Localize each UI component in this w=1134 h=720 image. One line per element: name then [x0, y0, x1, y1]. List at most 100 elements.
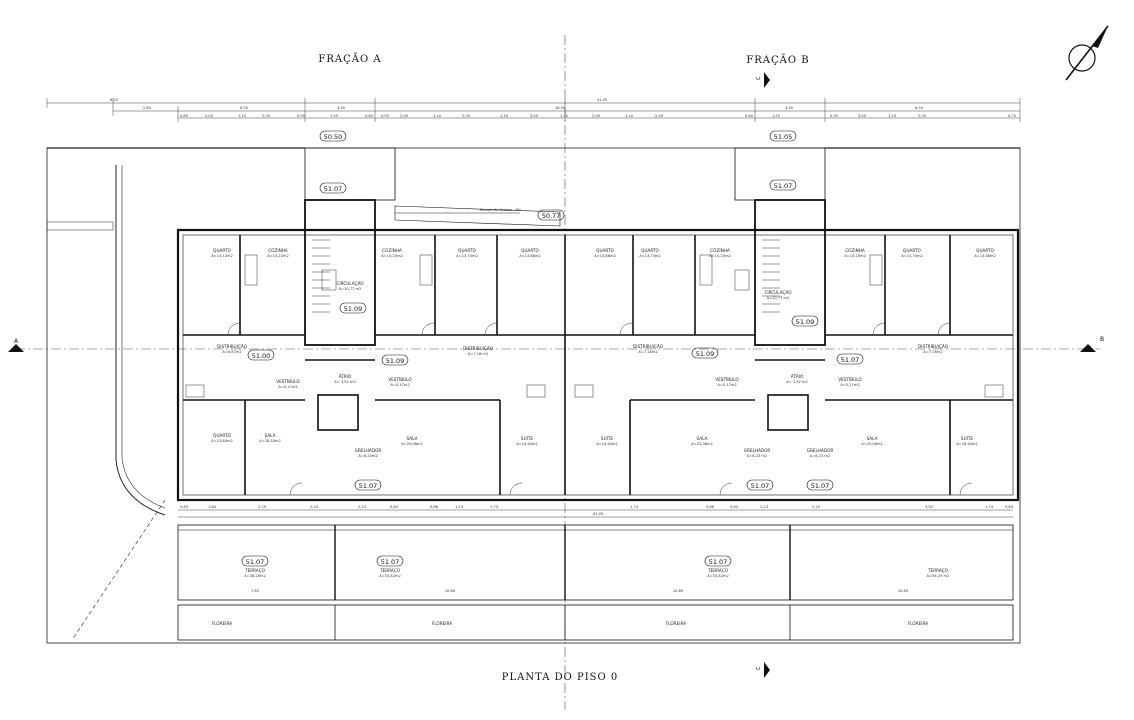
level-tag: 51.07 — [769, 179, 797, 191]
svg-text:A=5,17m2: A=5,17m2 — [390, 383, 409, 387]
svg-text:A=7,18 m2: A=7,18 m2 — [468, 352, 488, 356]
svg-text:B: B — [1100, 336, 1104, 343]
access-ramp: Rampa de Acesso - 8% — [394, 205, 561, 227]
dim-text: 0,95 — [381, 114, 389, 118]
svg-text:A=7,18m2: A=7,18m2 — [638, 350, 657, 354]
svg-text:51.07: 51.07 — [841, 356, 860, 364]
level-tag: 51.07 — [354, 479, 382, 491]
svg-text:51.09: 51.09 — [386, 357, 405, 365]
svg-text:ÁTRIO: ÁTRIO — [791, 374, 804, 379]
svg-text:A=14,20m2: A=14,20m2 — [709, 254, 731, 258]
svg-text:VESTÍBULO: VESTÍBULO — [276, 379, 300, 384]
dim-text: 2,00 — [655, 114, 664, 118]
svg-text:CIRCULAÇÃO: CIRCULAÇÃO — [764, 290, 792, 295]
svg-text:10,85: 10,85 — [898, 589, 908, 593]
level-tag: 51.07 — [319, 182, 347, 194]
svg-text:0,83: 0,83 — [1005, 505, 1013, 509]
svg-text:2,25: 2,25 — [812, 505, 820, 509]
svg-text:SUITE: SUITE — [601, 436, 614, 441]
svg-text:2,23: 2,23 — [358, 505, 366, 509]
svg-text:A=6,23 m2: A=6,23 m2 — [810, 454, 830, 458]
svg-text:TERRAÇO: TERRAÇO — [244, 568, 266, 573]
svg-text:A=14,12m2: A=14,12m2 — [211, 254, 233, 258]
bottom-dimension-texts: 0,83 1,84 2,79 2,25 2,23 0,84 0,86 1,73 … — [180, 505, 1013, 516]
svg-text:SALA: SALA — [697, 436, 708, 441]
svg-text:GRELHADOR: GRELHADOR — [807, 448, 834, 453]
svg-text:A= 3,92 m2: A= 3,92 m2 — [334, 380, 356, 384]
svg-text:51.07: 51.07 — [751, 482, 770, 490]
svg-text:A=6,23m2: A=6,23m2 — [358, 454, 377, 458]
level-tag: 51.09 — [339, 302, 367, 314]
svg-text:A=25,08m2: A=25,08m2 — [401, 442, 423, 446]
svg-text:QUARTO: QUARTO — [521, 248, 539, 253]
svg-text:FLOREIRA: FLOREIRA — [432, 621, 452, 626]
svg-text:7,65: 7,65 — [251, 589, 259, 593]
svg-text:51.09: 51.09 — [696, 350, 715, 358]
svg-text:A=14,20m2: A=14,20m2 — [844, 254, 866, 258]
svg-text:SALA: SALA — [407, 436, 418, 441]
dim-text: 2,00 — [462, 114, 471, 118]
svg-text:0,83: 0,83 — [180, 505, 188, 509]
dim-text: 0,70 — [1008, 114, 1017, 118]
fracao-a-title: FRAÇÃO A — [318, 53, 381, 65]
svg-text:FLOREIRA: FLOREIRA — [666, 621, 686, 626]
svg-text:A=10,77 m2: A=10,77 m2 — [767, 296, 790, 300]
dim-text: 1,10 — [625, 114, 634, 118]
svg-text:A=13,88m2: A=13,88m2 — [594, 254, 616, 258]
svg-text:50.77: 50.77 — [542, 212, 561, 220]
svg-text:1,74: 1,74 — [985, 505, 994, 509]
svg-text:51.09: 51.09 — [344, 305, 363, 313]
svg-text:2,25: 2,25 — [310, 505, 318, 509]
dim-text: 1,55 — [330, 114, 338, 118]
level-tag: 51.00 — [247, 349, 275, 361]
dim-text: 3,30 — [337, 106, 346, 110]
svg-text:0,84: 0,84 — [390, 505, 399, 509]
level-tag: 51.05 — [769, 130, 797, 142]
svg-text:A=13,88m2: A=13,88m2 — [519, 254, 541, 258]
dim-text: 1,10 — [560, 114, 569, 118]
terrace-dimension-texts: 7,65 10,89 10,89 10,85 — [251, 589, 908, 593]
svg-text:A: A — [14, 338, 19, 345]
svg-text:A=14,40m2: A=14,40m2 — [516, 442, 538, 446]
svg-text:A=5,17m2: A=5,17m2 — [278, 385, 297, 389]
svg-text:QUARTO: QUARTO — [596, 248, 614, 253]
svg-text:C: C — [756, 76, 762, 80]
north-arrow-icon — [1065, 25, 1109, 81]
svg-text:A=5,17m2: A=5,17m2 — [840, 383, 859, 387]
svg-text:A=14,40m2: A=14,40m2 — [596, 442, 618, 446]
svg-text:SALA: SALA — [265, 433, 276, 438]
section-mark-c-top: C — [756, 72, 770, 88]
svg-text:DISTRIBUIÇÃO: DISTRIBUIÇÃO — [463, 346, 494, 351]
svg-text:A=53,42m2: A=53,42m2 — [707, 574, 729, 578]
dim-text: 2,00 — [858, 114, 867, 118]
svg-text:50.50: 50.50 — [324, 133, 343, 141]
svg-text:51.07: 51.07 — [774, 182, 793, 190]
svg-text:A=18,50m2: A=18,50m2 — [259, 439, 281, 443]
dim-text: 0,60 — [365, 114, 374, 118]
svg-text:A=18,40m2: A=18,40m2 — [956, 442, 978, 446]
level-tag: 51.07 — [746, 479, 774, 491]
svg-text:QUARTO: QUARTO — [976, 248, 994, 253]
svg-text:2,79: 2,79 — [258, 505, 267, 509]
dim-text: 2,00 — [918, 114, 927, 118]
svg-text:1,84: 1,84 — [208, 505, 217, 509]
level-tag: 50.77 — [537, 209, 565, 221]
svg-text:A= 3,92 m2: A= 3,92 m2 — [786, 380, 808, 384]
building-outline — [176, 147, 1020, 502]
dim-text: 0,90 — [297, 114, 306, 118]
svg-text:10,89: 10,89 — [673, 589, 684, 593]
svg-text:10,89: 10,89 — [445, 589, 456, 593]
svg-text:FLOREIRA: FLOREIRA — [908, 621, 928, 626]
